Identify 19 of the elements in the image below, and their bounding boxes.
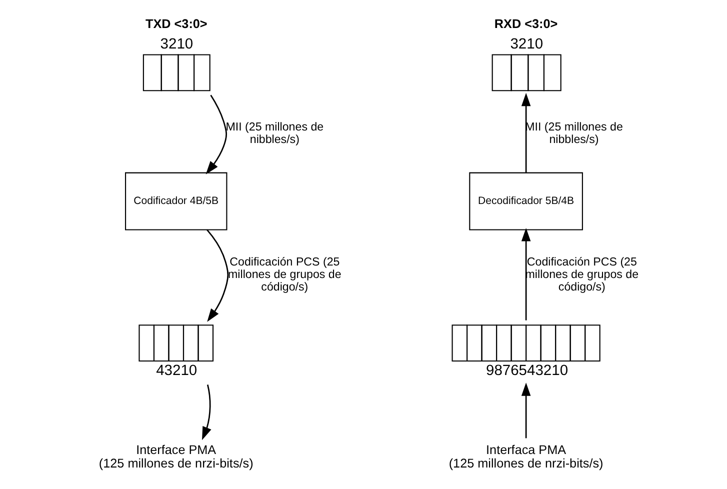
edge-label: Codificación PCS (25 millones de grupos de código/s) (524, 256, 638, 294)
node-text: Interfaca PMA (125 millones de nrzi-bits/s) (448, 442, 603, 471)
arrow (520, 228, 530, 320)
node-label: 43210 (156, 362, 197, 379)
node-box: Decodificador 5B/4B (468, 172, 582, 230)
arrow (205, 94, 226, 174)
node-box: Codificador 4B/5B (124, 172, 227, 230)
node-label: RXD <3:0> (494, 17, 558, 32)
node-label: 3210 (510, 36, 543, 53)
arrow (202, 384, 211, 440)
edge-label: MII (25 millones de nibbles/s) (225, 121, 324, 146)
node-text: Interface PMA (125 millones de nrzi-bits/s) (98, 442, 253, 471)
arrow (520, 382, 530, 438)
node-label: 3210 (160, 36, 193, 53)
arrow (520, 92, 530, 173)
node-label: TXD <3:0> (145, 17, 207, 32)
arrow (206, 229, 228, 322)
node-label: 9876543210 (486, 362, 568, 379)
edge-label: Codificación PCS (25 millones de grupos de código/s) (228, 256, 341, 294)
